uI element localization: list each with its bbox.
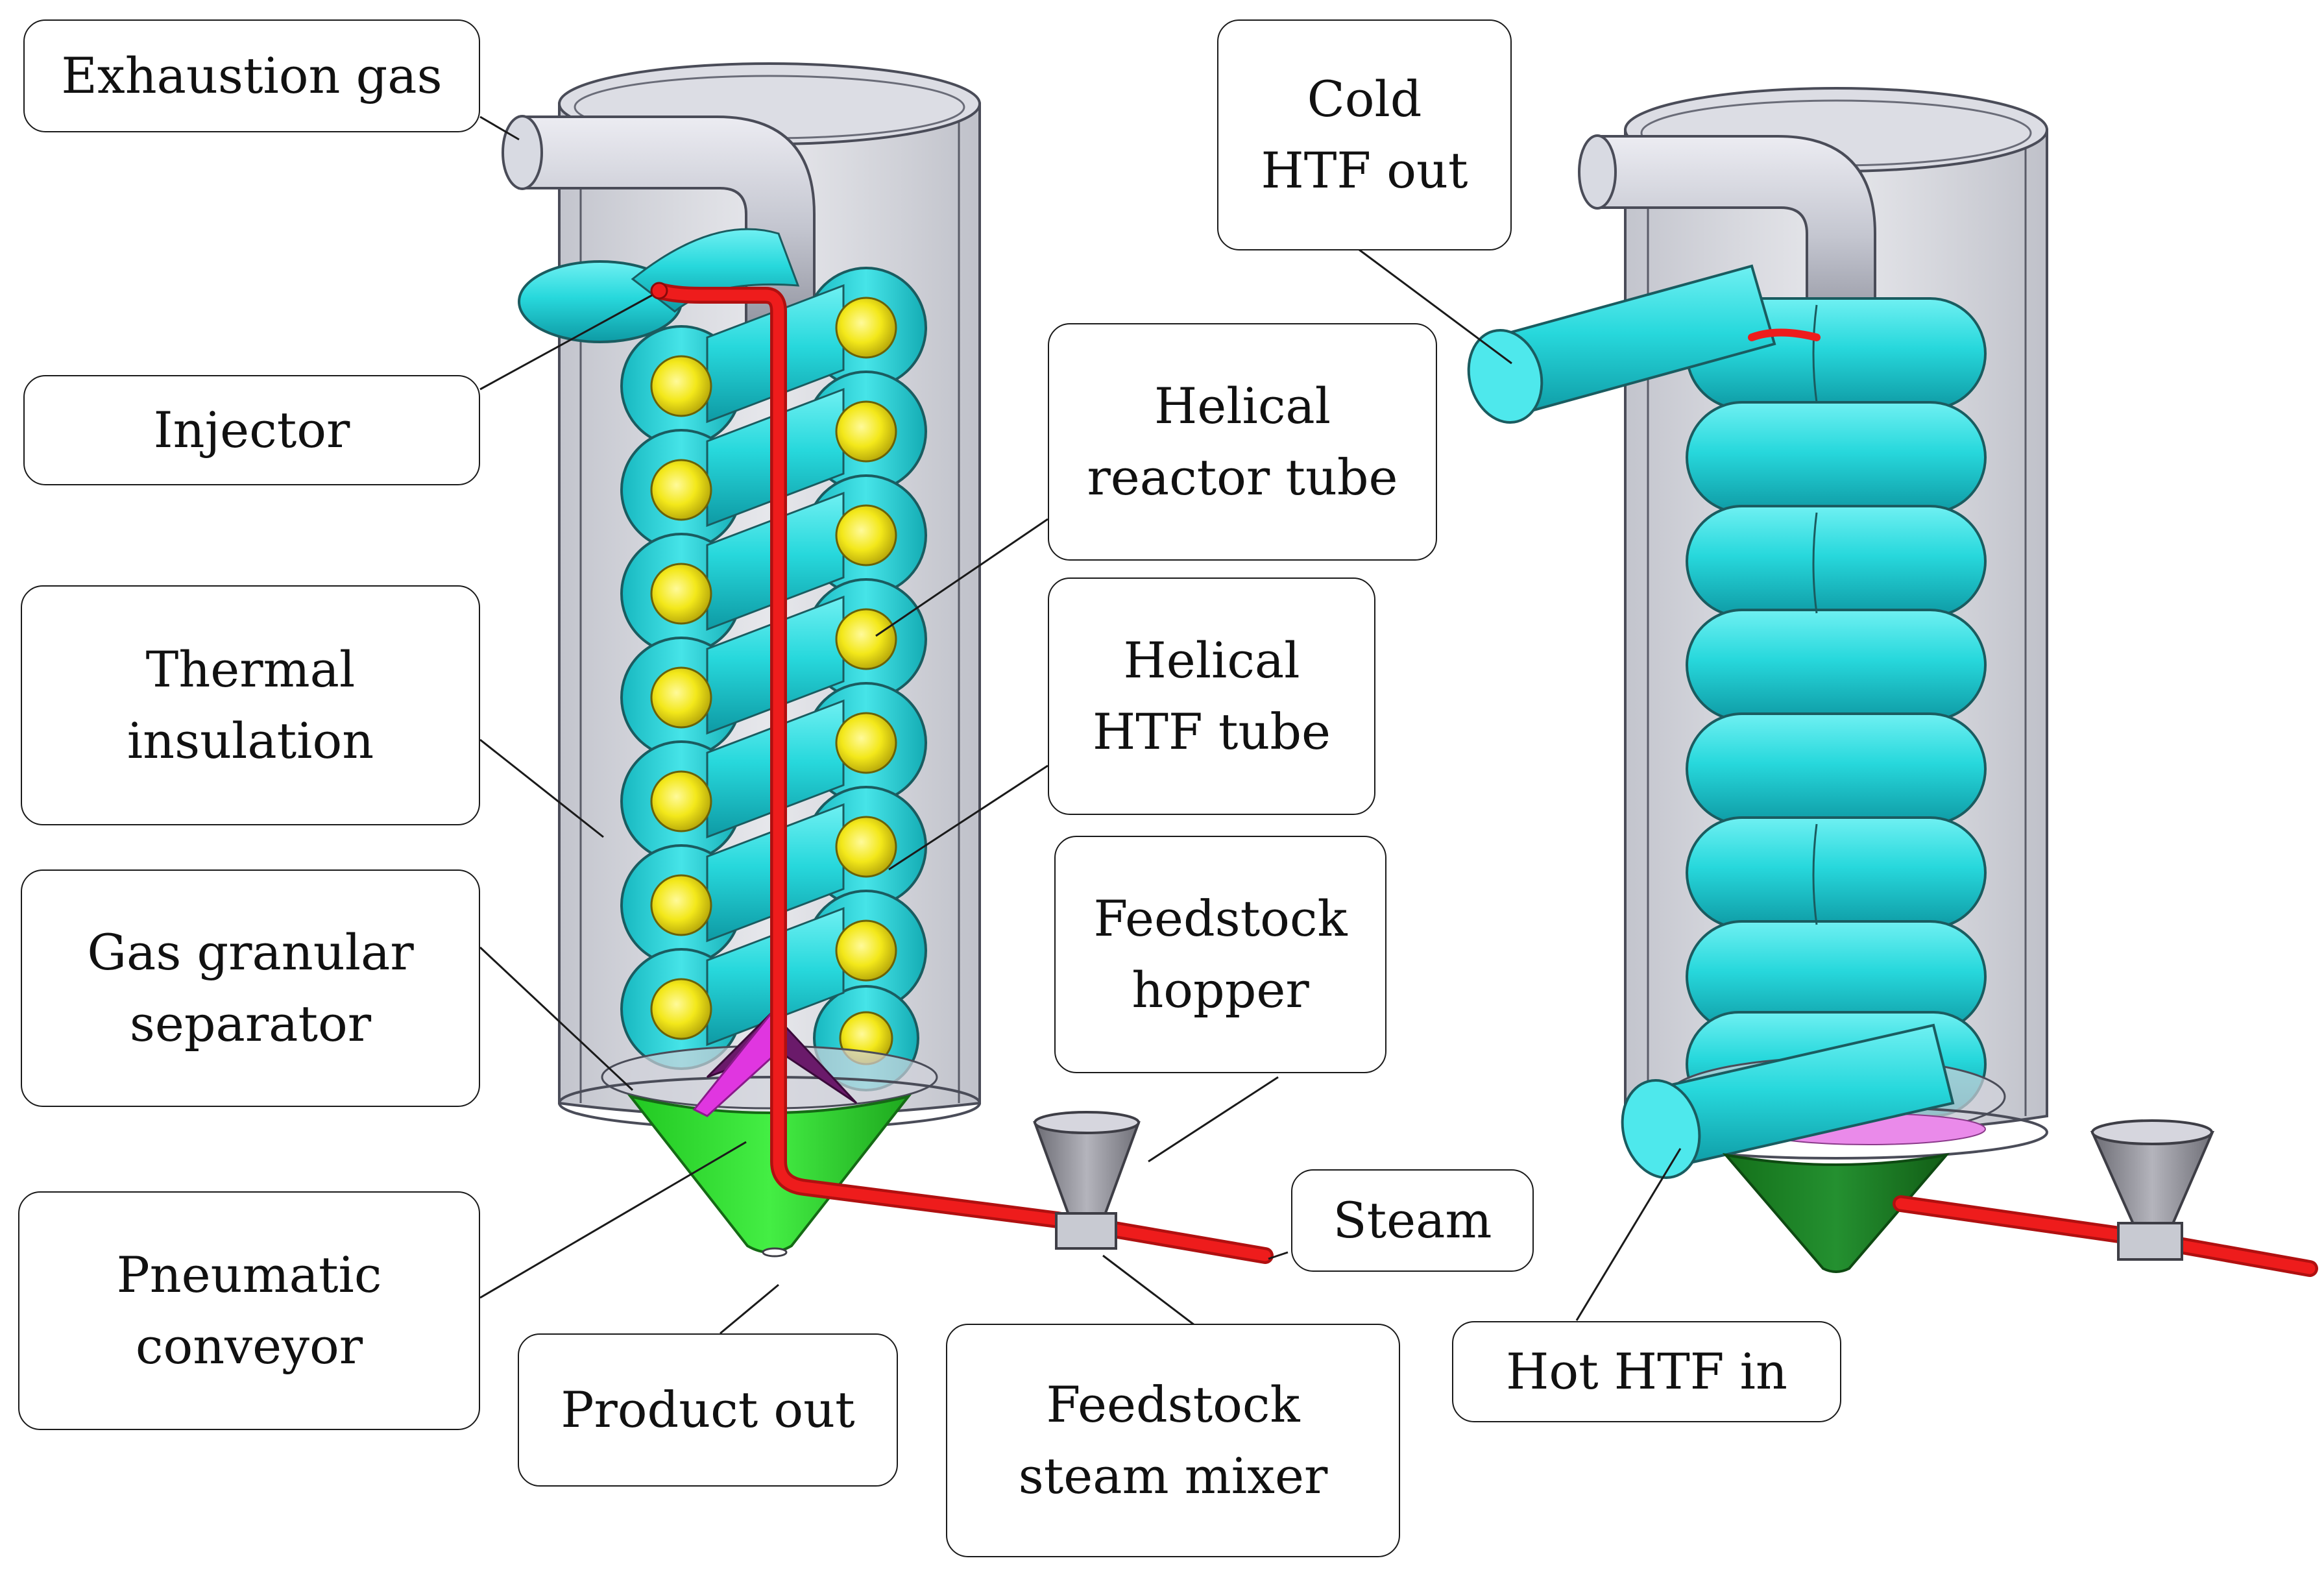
label-helical-htf-tube-line1: Helical <box>1123 631 1300 689</box>
label-helical-reactor-tube: Helical reactor tube <box>1048 323 1437 561</box>
label-cold-htf-out-line2: HTF out <box>1261 141 1468 199</box>
right-coil-seams <box>1812 304 1818 925</box>
label-helical-htf-tube: Helical HTF tube <box>1048 577 1375 815</box>
right-conveyor-pipe-highlight <box>1895 1198 2316 1274</box>
label-pneumatic-conveyor: Pneumatic conveyor <box>18 1191 480 1430</box>
label-steam-text: Steam <box>1333 1191 1492 1249</box>
cold-htf-out-opening <box>1467 329 1543 424</box>
right-reactor <box>1467 87 2318 1277</box>
pneumatic-conveyor-pipe-highlight <box>653 285 1271 1261</box>
right-exhaust-outlet <box>1578 134 1617 210</box>
label-gas-granular-separator-line2: separator <box>129 995 372 1052</box>
label-helical-reactor-tube-line1: Helical <box>1154 376 1331 435</box>
label-exhaustion-gas-text: Exhaustion gas <box>61 46 442 104</box>
label-helical-reactor-tube-line2: reactor tube <box>1087 448 1398 506</box>
label-cold-htf-out: Cold HTF out <box>1217 19 1512 250</box>
label-feedstock-steam-mixer-line2: steam mixer <box>1018 1447 1328 1505</box>
exhaust-pipe <box>518 115 816 339</box>
label-gas-granular-separator: Gas granular separator <box>21 869 480 1107</box>
label-thermal-insulation-line1: Thermal <box>145 640 356 698</box>
feedstock-hopper-top <box>1034 1111 1140 1134</box>
injector-nozzle <box>650 282 668 300</box>
label-feedstock-hopper-line2: hopper <box>1132 961 1309 1019</box>
right-mixer-block <box>2117 1222 2183 1261</box>
label-thermal-insulation-line2: insulation <box>127 712 374 770</box>
label-steam: Steam <box>1291 1169 1534 1272</box>
right-separator-cone <box>1722 1153 1950 1273</box>
label-pneumatic-conveyor-line1: Pneumatic <box>116 1245 382 1304</box>
right-injector-tip <box>1748 328 1821 341</box>
label-hot-htf-in-text: Hot HTF in <box>1506 1342 1787 1400</box>
label-hot-htf-in: Hot HTF in <box>1452 1321 1841 1422</box>
leader-lines <box>479 115 1682 1335</box>
steam-mixer-block <box>1055 1212 1117 1250</box>
label-feedstock-steam-mixer: Feedstock steam mixer <box>946 1324 1400 1557</box>
label-pneumatic-conveyor-line2: conveyor <box>135 1317 363 1375</box>
label-feedstock-hopper: Feedstock hopper <box>1054 836 1386 1073</box>
right-coil-stack <box>1686 297 1987 1117</box>
feedstock-hopper-body <box>1033 1121 1141 1221</box>
label-product-out: Product out <box>518 1333 898 1487</box>
left-reactor <box>502 62 1274 1264</box>
right-exhaust-pipe <box>1595 135 1876 339</box>
exhaust-pipe-outlet <box>502 115 543 190</box>
label-helical-htf-tube-line2: HTF tube <box>1093 703 1331 760</box>
label-feedstock-hopper-line1: Feedstock <box>1093 889 1348 947</box>
right-hopper-body <box>2090 1131 2215 1231</box>
label-cold-htf-out-line1: Cold <box>1307 69 1422 128</box>
separator-cone <box>627 1094 912 1254</box>
label-product-out-text: Product out <box>561 1380 855 1439</box>
hot-htf-in-opening <box>1621 1079 1701 1179</box>
label-gas-granular-separator-line1: Gas granular <box>87 923 414 981</box>
reactor-tube-cores <box>650 297 897 1065</box>
label-feedstock-steam-mixer-line1: Feedstock <box>1046 1375 1300 1433</box>
right-hopper-top <box>2091 1119 2213 1145</box>
label-injector: Injector <box>23 375 480 485</box>
label-exhaustion-gas: Exhaustion gas <box>23 19 480 132</box>
label-injector-text: Injector <box>153 400 350 459</box>
label-thermal-insulation: Thermal insulation <box>21 585 480 825</box>
product-outlet <box>762 1247 788 1258</box>
